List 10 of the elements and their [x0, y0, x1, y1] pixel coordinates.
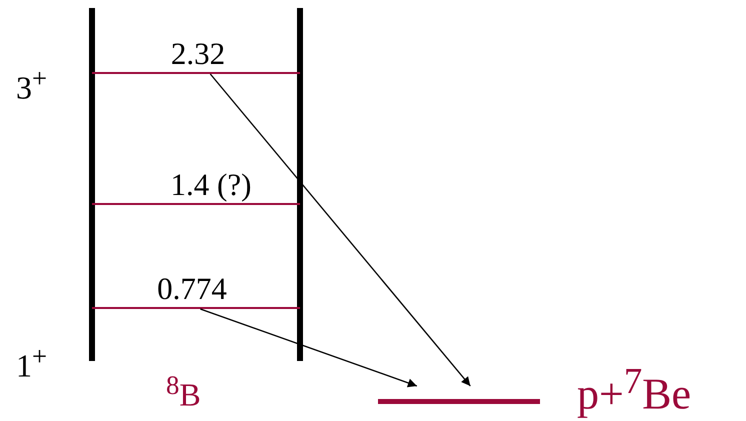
- nucleus-label: $^{8}$B: [166, 369, 201, 413]
- energy-value: 0.774: [157, 271, 227, 306]
- spin-parity-label: 1$^{+}$: [16, 340, 48, 384]
- energy-value: 2.32: [170, 36, 226, 71]
- arrow: [200, 308, 418, 388]
- channel-label: p+$^{7}$Be: [577, 359, 692, 418]
- arrow: [210, 74, 471, 386]
- threshold-level: [378, 396, 540, 404]
- energy-value: 1.4 (?): [170, 167, 252, 202]
- spin-parity-label: 3$^{+}$: [16, 62, 48, 106]
